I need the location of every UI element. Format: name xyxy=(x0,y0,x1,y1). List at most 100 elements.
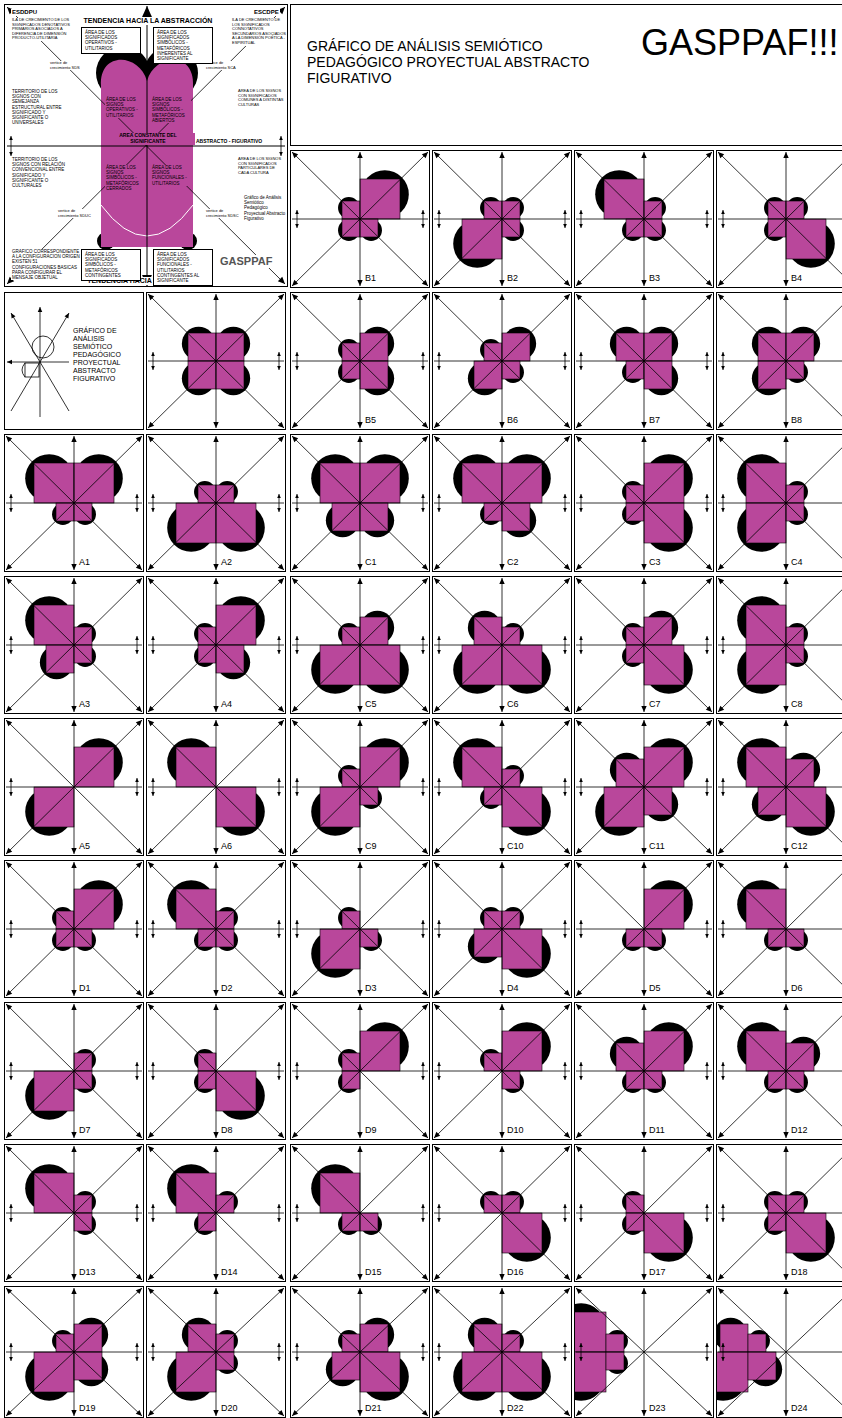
configuration-cell: A6 xyxy=(146,718,286,856)
cell-label: D4 xyxy=(506,983,520,993)
configuration-drawing xyxy=(717,1145,842,1281)
configuration-cell: D14 xyxy=(146,1144,286,1282)
configuration-drawing xyxy=(433,435,571,571)
cell-label: D10 xyxy=(506,1125,525,1135)
configuration-drawing xyxy=(147,861,285,997)
configuration-cell: B2 xyxy=(432,150,572,288)
area-box: ÁREA DE LOS SIGNIFICADOS FUNCIONALES - U… xyxy=(153,249,213,286)
panel-code: ESCDPE xyxy=(253,9,280,16)
configuration-drawing xyxy=(575,435,713,571)
cell-label: A6 xyxy=(220,841,233,851)
configuration-cell: D23 xyxy=(574,1286,714,1418)
configuration-cell: A5 xyxy=(4,718,144,856)
configuration-drawing xyxy=(433,1003,571,1139)
cell-label: D23 xyxy=(648,1403,667,1413)
configuration-drawing xyxy=(717,293,842,429)
cell-label: C6 xyxy=(506,699,520,709)
configuration-drawing xyxy=(5,435,143,571)
axis-note: ILA DE CRECIMIENTO DE LOS SIGNIFICADOS C… xyxy=(231,18,287,46)
configuration-drawing xyxy=(717,719,842,855)
analysis-panel: ESDDPU TENDENCIA HACIA LA ABSTRACCIÓN ESCD… xyxy=(4,4,288,287)
cell-label: A4 xyxy=(220,699,233,709)
configuration-cell xyxy=(146,292,286,430)
configuration-cell: D22 xyxy=(432,1286,572,1418)
configuration-drawing xyxy=(291,1003,429,1139)
cell-label: B7 xyxy=(648,415,661,425)
cell-label: C2 xyxy=(506,557,520,567)
configuration-drawing xyxy=(433,293,571,429)
configuration-cell: D9 xyxy=(290,1002,430,1140)
cell-label: C10 xyxy=(506,841,525,851)
configuration-cell: C12 xyxy=(716,718,842,856)
configuration-cell: D4 xyxy=(432,860,572,998)
vertex-note: vertice de crecimiento SDUC xyxy=(57,209,93,218)
configuration-cell: C11 xyxy=(574,718,714,856)
configuration-drawing xyxy=(147,293,285,429)
axis-note: ILA DE CRECIMIENTO DE LOS SIGNIFICADOS D… xyxy=(11,18,73,41)
configuration-drawing xyxy=(5,1003,143,1139)
configuration-drawing xyxy=(147,435,285,571)
configuration-cell: C6 xyxy=(432,576,572,714)
configuration-drawing xyxy=(575,1003,713,1139)
panel-code: ESDDPU xyxy=(11,9,38,16)
configuration-drawing xyxy=(433,577,571,713)
cell-label: C8 xyxy=(790,699,804,709)
area-box: ÁREA DE LOS SIGNIFICADOS SIMBÓLICOS - ME… xyxy=(81,249,141,281)
configuration-drawing xyxy=(291,293,429,429)
cell-label: D15 xyxy=(364,1267,383,1277)
configuration-cell: D21 xyxy=(290,1286,430,1418)
configuration-drawing xyxy=(291,1287,429,1417)
configuration-cell: D10 xyxy=(432,1002,572,1140)
legend-cell: GRÁFICO DE ANÁLISIS SEMIÓTICO PEDAGÓGICO… xyxy=(4,292,144,430)
configuration-cell: B7 xyxy=(574,292,714,430)
configuration-cell: C3 xyxy=(574,434,714,572)
cell-label: D16 xyxy=(506,1267,525,1277)
cell-label: C4 xyxy=(790,557,804,567)
panel-caption: Gráfico de Análisis Semiótico Pedagógico… xyxy=(243,195,287,221)
configuration-cell: C5 xyxy=(290,576,430,714)
configuration-drawing xyxy=(433,151,571,287)
heart-text: AREA CONSTANTE DEL SIGNIFICANTE xyxy=(101,133,195,145)
configuration-cell: C10 xyxy=(432,718,572,856)
configuration-cell: D16 xyxy=(432,1144,572,1282)
configuration-drawing xyxy=(291,719,429,855)
axis-title: TENDENCIA HACIA LA ABSTRACCIÓN xyxy=(75,17,221,25)
title: GRÁFICO DE ANÁLISIS SEMIÓTICO PEDAGÓGICO… xyxy=(306,38,638,86)
cell-label: B1 xyxy=(364,273,377,283)
configuration-cell: B1 xyxy=(290,150,430,288)
cell-label: D13 xyxy=(78,1267,97,1277)
configuration-drawing xyxy=(147,577,285,713)
configuration-drawing xyxy=(575,293,713,429)
cell-label: D14 xyxy=(220,1267,239,1277)
configuration-cell: D24 xyxy=(716,1286,842,1418)
configuration-cell: C1 xyxy=(290,434,430,572)
configuration-cell: D8 xyxy=(146,1002,286,1140)
cell-label: B6 xyxy=(506,415,519,425)
configuration-drawing xyxy=(5,1287,143,1417)
cell-label: A5 xyxy=(78,841,91,851)
cell-label: D18 xyxy=(790,1267,809,1277)
configuration-cell: C4 xyxy=(716,434,842,572)
configuration-drawing xyxy=(575,577,713,713)
cell-label: A3 xyxy=(78,699,91,709)
configuration-cell: C7 xyxy=(574,576,714,714)
cell-label: C3 xyxy=(648,557,662,567)
configuration-drawing xyxy=(5,719,143,855)
cell-label: A2 xyxy=(220,557,233,567)
configuration-cell: B8 xyxy=(716,292,842,430)
legend-text: GRÁFICO DE ANÁLISIS SEMIÓTICO PEDAGÓGICO… xyxy=(72,327,142,383)
configuration-cell: A4 xyxy=(146,576,286,714)
configuration-cell: C9 xyxy=(290,718,430,856)
cell-label: B3 xyxy=(648,273,661,283)
configuration-drawing xyxy=(147,1287,285,1417)
configuration-cell: D15 xyxy=(290,1144,430,1282)
configuration-drawing xyxy=(717,861,842,997)
configuration-cell: D19 xyxy=(4,1286,144,1418)
cell-label: D24 xyxy=(790,1403,809,1413)
area-text: ÁREA DE LOS SIGNIFICADOS OPERATIVOS - UT… xyxy=(84,30,138,51)
heart-text: ÁREA DE LOS SIGNOS SIMBÓLICOS - METAFÓRI… xyxy=(105,165,145,191)
cell-label: D6 xyxy=(790,983,804,993)
panel-drawing xyxy=(5,5,287,286)
territory-note: TERRITORIO DE LOS SIGNOS CON SEMEJANZA E… xyxy=(11,89,69,125)
axis-label: ABSTRACTO - FIGURATIVO xyxy=(195,139,263,145)
